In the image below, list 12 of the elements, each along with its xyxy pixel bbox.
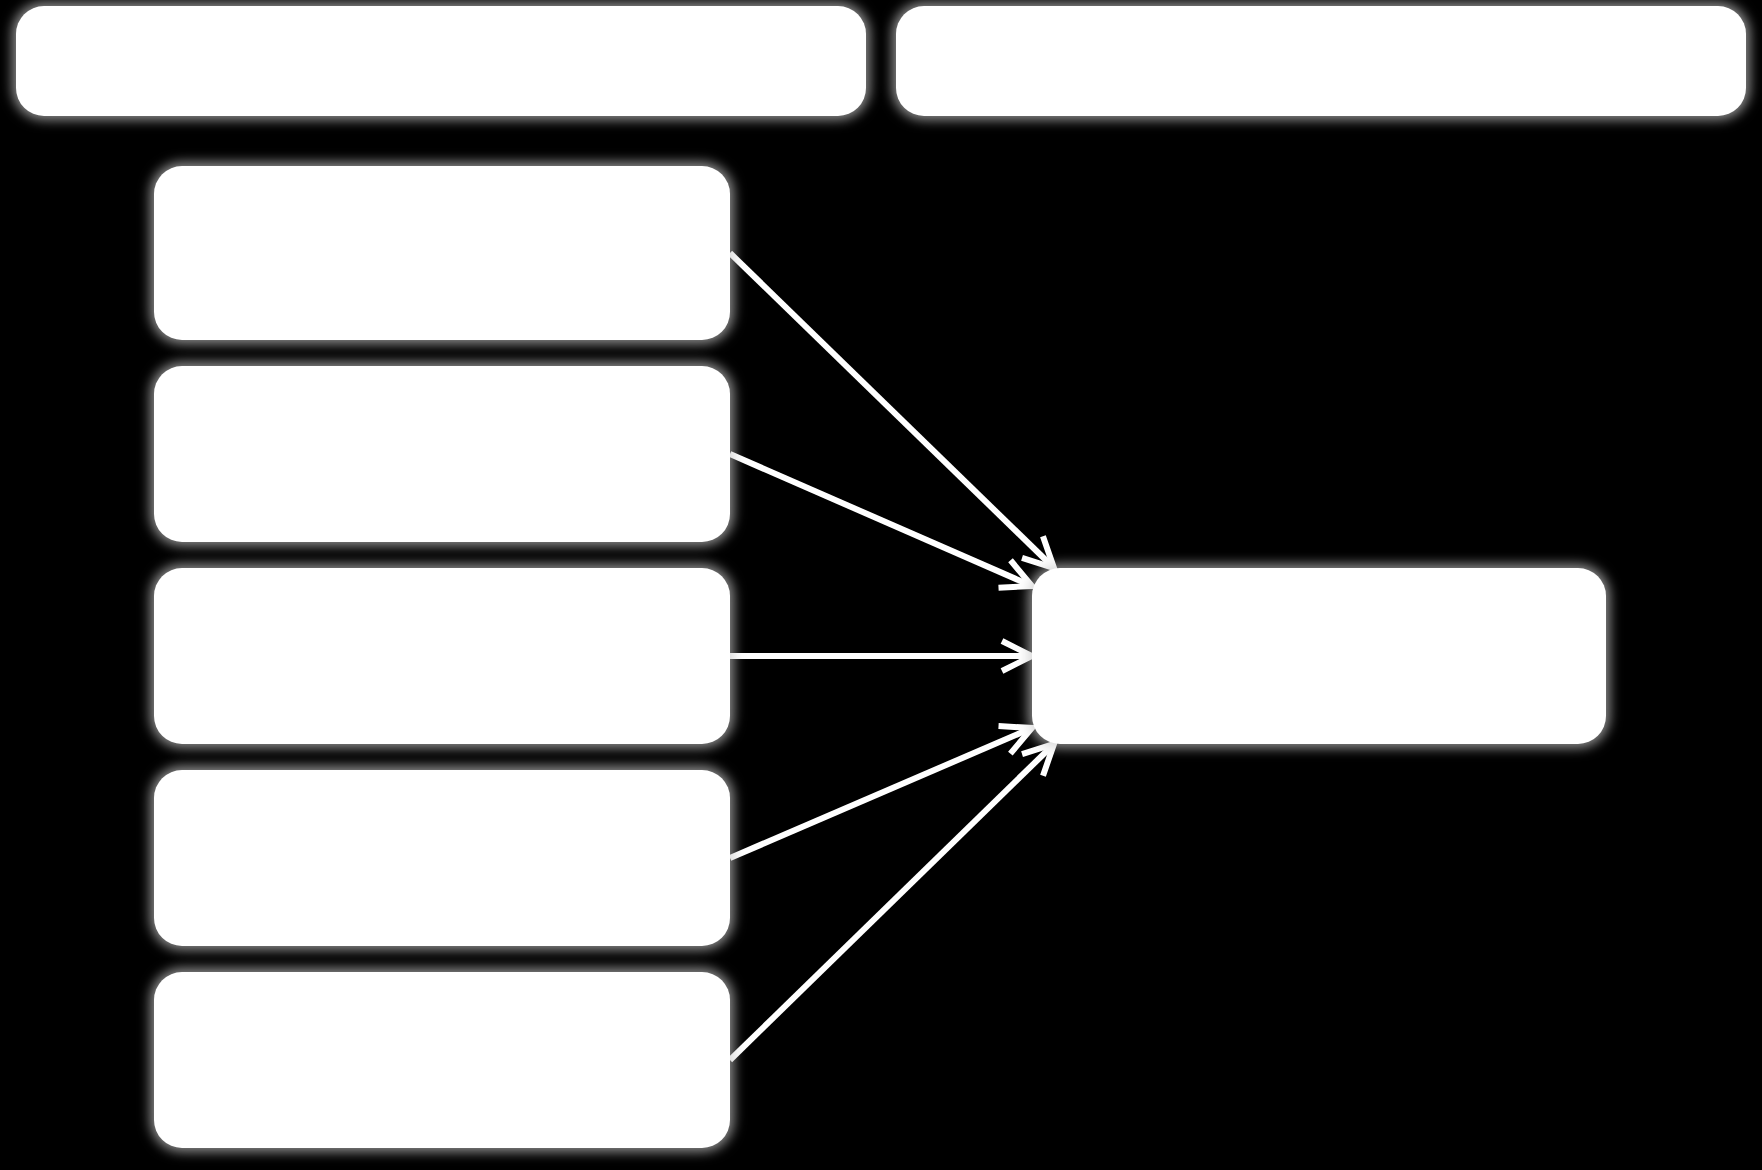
arrow — [728, 451, 1035, 591]
process-box — [154, 166, 730, 340]
arrow — [730, 638, 1035, 674]
process-box — [154, 770, 730, 946]
process-box — [1032, 568, 1606, 744]
arrow — [727, 250, 1057, 571]
process-box — [154, 366, 730, 542]
process-box — [154, 972, 730, 1148]
arrow — [728, 723, 1035, 861]
process-box — [896, 6, 1746, 116]
process-box — [16, 6, 866, 116]
process-box — [154, 568, 730, 744]
